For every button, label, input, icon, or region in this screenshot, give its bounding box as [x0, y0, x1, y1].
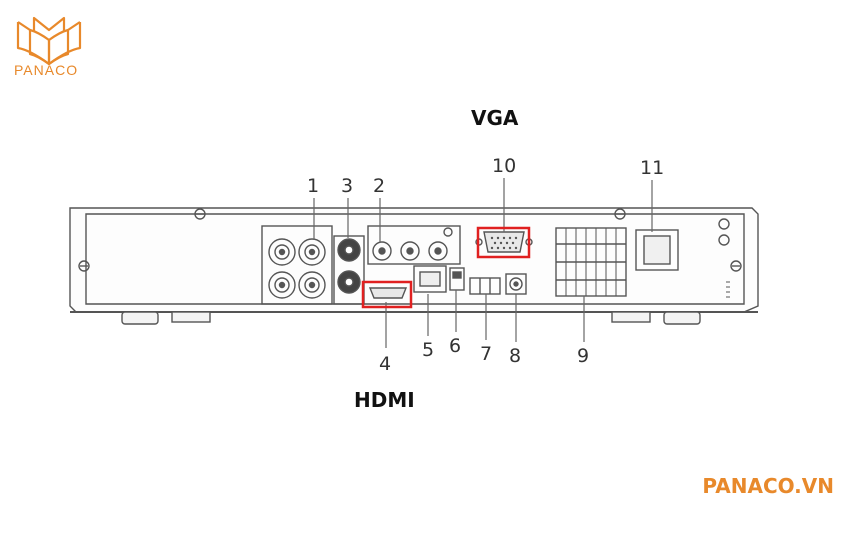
callout-7: 7 — [480, 343, 492, 365]
rs485-terminal-icon — [469, 277, 501, 295]
chassis-feet — [121, 311, 701, 325]
video-output-bnc-group — [333, 235, 365, 305]
power-switch-icon — [635, 229, 679, 271]
panaco-book-logo-icon — [16, 16, 82, 66]
hdmi-highlight-box — [361, 280, 413, 309]
hdmi-port-icon — [368, 287, 408, 299]
audio-input-rca-group — [367, 225, 461, 265]
callout-9: 9 — [577, 345, 589, 367]
callout-11: 11 — [640, 157, 664, 179]
callout-3: 3 — [341, 175, 353, 197]
callout-5: 5 — [422, 339, 434, 361]
hdmi-heading: HDMI — [354, 388, 415, 412]
callout-2: 2 — [373, 175, 385, 197]
screw-icons — [78, 208, 742, 272]
vga-port-icon — [475, 231, 533, 253]
logo-text: PANACO — [14, 62, 79, 78]
power-input-icon — [505, 273, 527, 295]
website-label: PANACO.VN — [702, 474, 834, 498]
alarm-terminal-block-icon — [555, 227, 627, 297]
callout-6: 6 — [449, 335, 461, 357]
video-input-bnc-group — [261, 225, 333, 305]
usb-port-icon — [449, 267, 465, 291]
callout-4: 4 — [379, 353, 391, 375]
ethernet-port-icon — [413, 265, 447, 293]
callout-8: 8 — [509, 345, 521, 367]
callout-1: 1 — [307, 175, 319, 197]
vga-heading: VGA — [471, 106, 519, 130]
callout-10: 10 — [492, 155, 516, 177]
vga-highlight-box — [476, 226, 531, 259]
callout-leader-lines — [313, 178, 653, 348]
vent-slots — [726, 281, 730, 298]
